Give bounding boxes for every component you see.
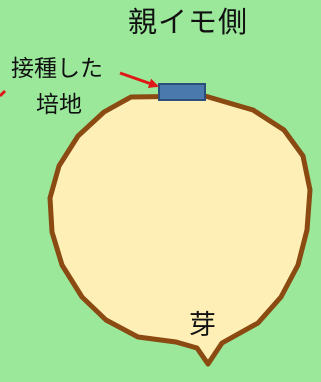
medium-block xyxy=(158,83,206,101)
tuber-shape xyxy=(47,93,313,367)
bud-label: 芽 xyxy=(189,310,216,341)
parent-tuber-side-label: 親イモ側 xyxy=(128,5,249,39)
inoculated-medium-label-line2: 培地 xyxy=(36,92,82,118)
pointer-arrow xyxy=(119,71,159,89)
inoculated-medium-label-line1: 接種した xyxy=(11,56,103,82)
edge-pointer-line xyxy=(0,89,7,98)
